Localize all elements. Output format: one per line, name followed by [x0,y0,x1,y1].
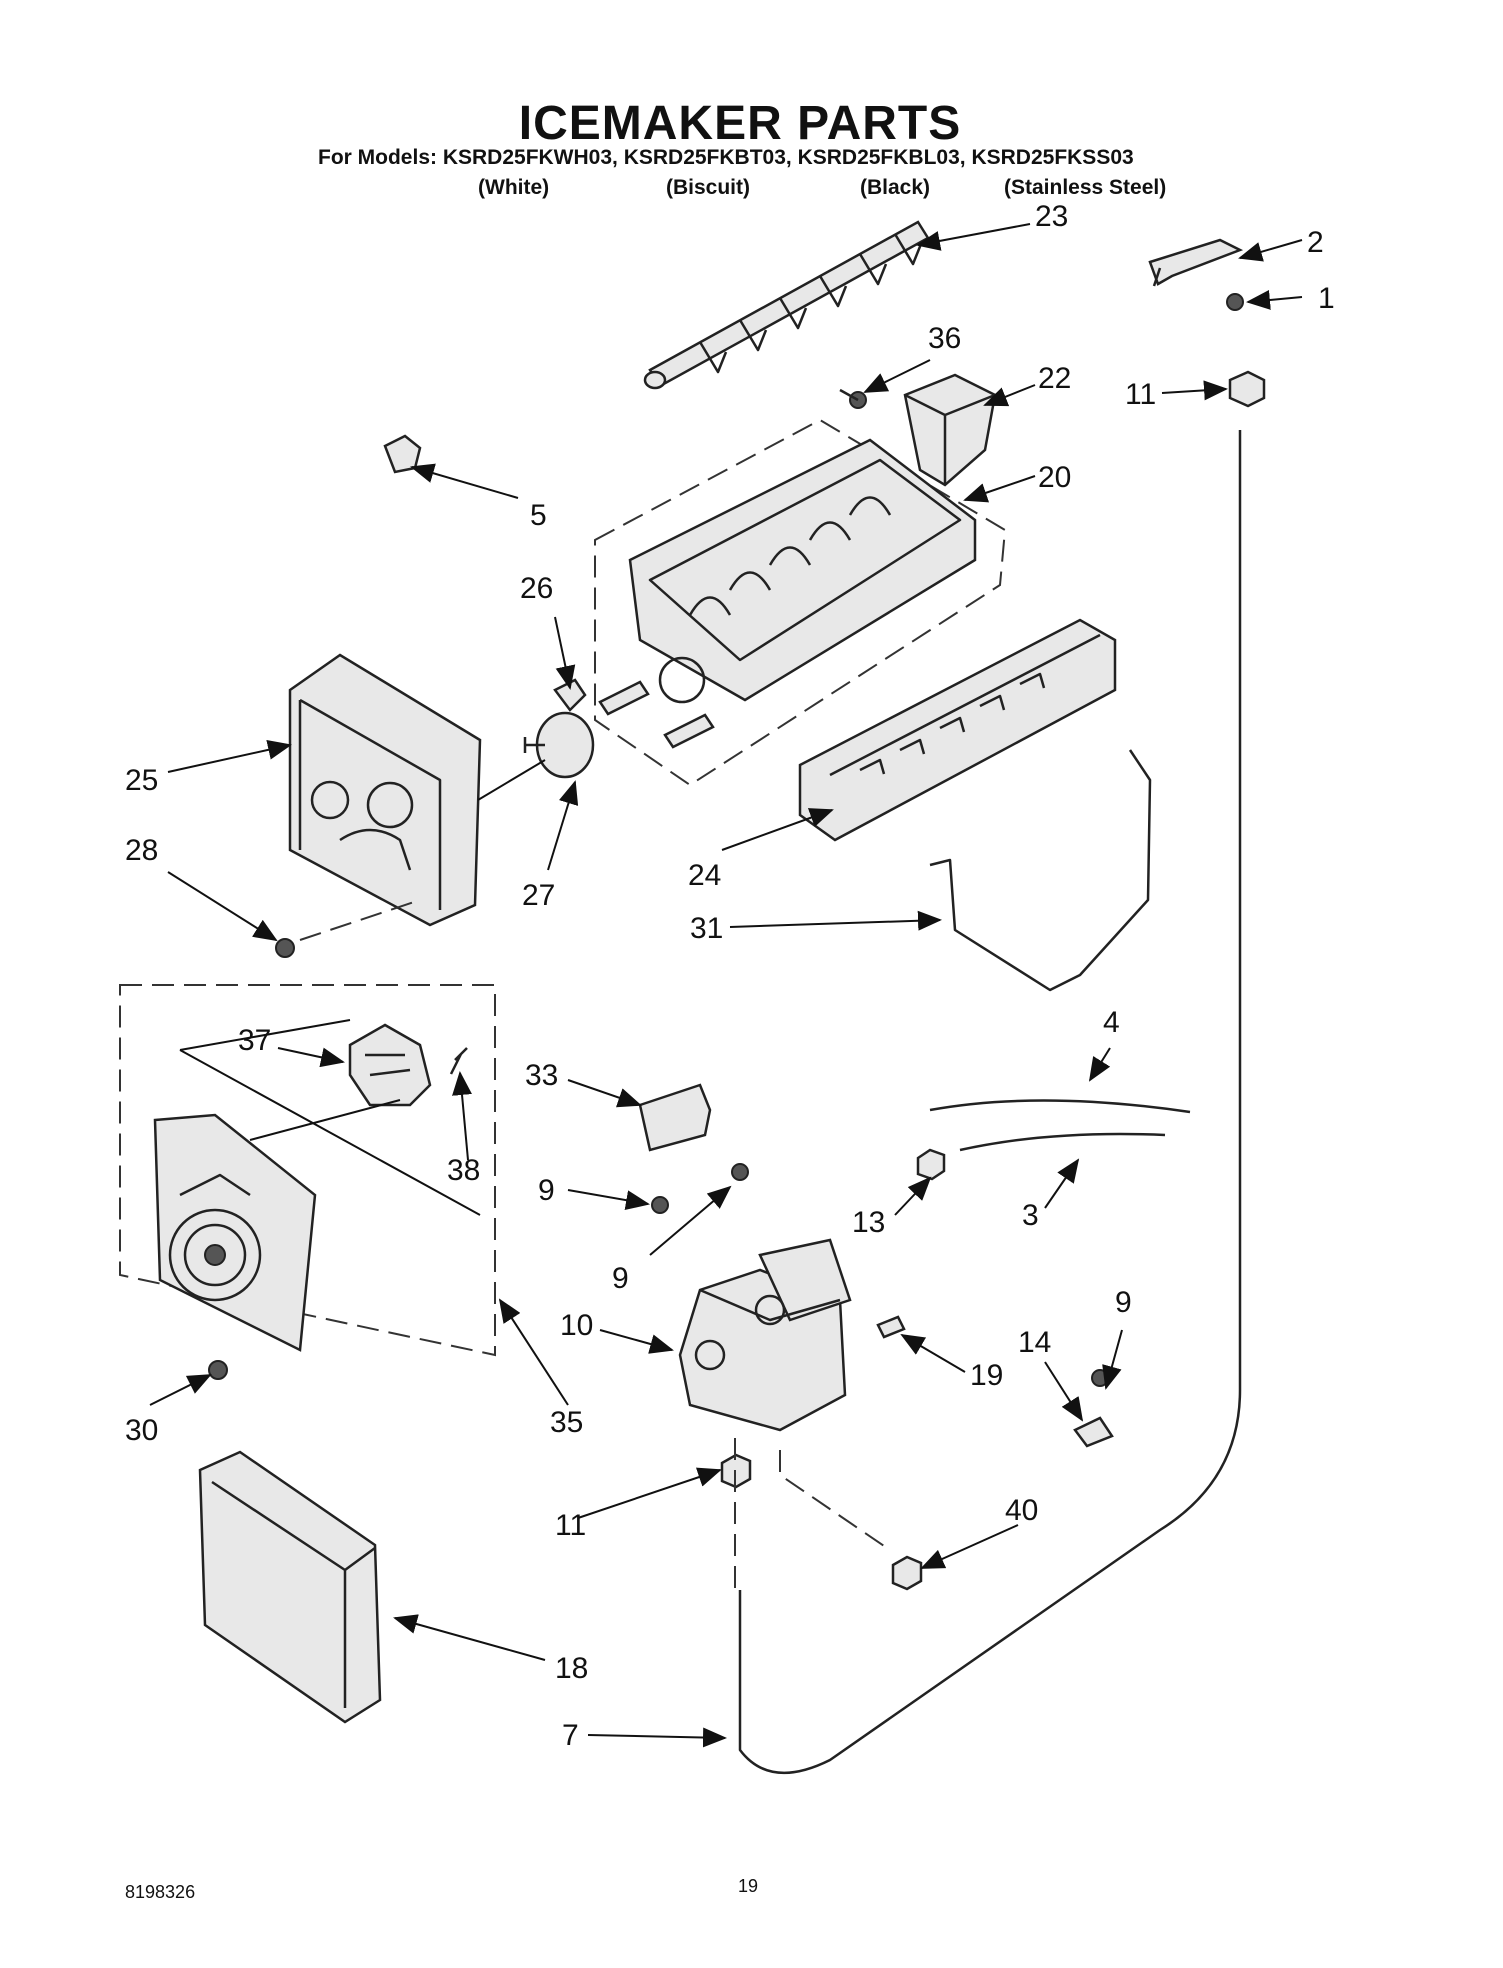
shaft-line [477,759,546,801]
part-2-bracket [1148,238,1244,287]
callout-13: 13 [852,1206,885,1239]
part-23-ejector-blade [643,220,930,390]
callout-22: 22 [1038,362,1071,395]
part-13-nut [916,1148,946,1181]
screw-28-dash [299,899,421,941]
callout-2: 2 [1307,226,1324,259]
part-10-water-valve [678,1238,852,1432]
callout-9-right: 9 [1115,1286,1132,1319]
callout-30: 30 [125,1414,158,1447]
leader-lines [149,223,1303,1748]
part-36-screw [839,388,867,409]
callout-9-left: 9 [538,1174,555,1207]
nut-40-dash [779,1450,891,1551]
callout-37: 37 [238,1024,271,1057]
part-27-motor [523,711,595,779]
callout-40: 40 [1005,1494,1038,1527]
module-35-outline [119,984,496,1357]
part-33-valve-cover [638,1083,712,1152]
callout-18: 18 [555,1652,588,1685]
callout-28: 28 [125,834,158,867]
part-35-control-module [153,1113,317,1352]
part-4-tube [929,1099,1191,1114]
finish-stainless-steel: (Stainless Steel) [1004,176,1167,199]
callout-20: 20 [1038,461,1071,494]
part-5-clip [383,434,422,474]
callout-10: 10 [560,1309,593,1342]
part-14-clamp [1073,1416,1114,1448]
part-24-cover [798,618,1117,842]
part-3-tube [959,1132,1166,1152]
callout-4: 4 [1103,1006,1120,1039]
callout-36: 36 [928,322,961,355]
callout-1: 1 [1318,282,1335,315]
callout-3: 3 [1022,1199,1039,1232]
part-9-screw-c [1091,1369,1109,1387]
part-7-water-tube [738,430,1242,1775]
page-number: 19 [738,1876,759,1896]
callout-19: 19 [970,1359,1003,1392]
part-40-nut [891,1555,923,1591]
part-37-motor [348,1023,432,1107]
part-11-nut-top [1228,370,1266,408]
part-19-screw [876,1315,906,1339]
part-22-fill-cup [903,373,997,487]
callout-9-mid: 9 [612,1262,629,1295]
part-9-screw-a [651,1196,669,1214]
part-38-screw [449,1047,468,1075]
callout-27: 27 [522,879,555,912]
part-25-motor-housing [288,653,482,927]
callout-35: 35 [550,1406,583,1439]
callout-25: 25 [125,764,158,797]
finish-black: (Black) [860,176,931,199]
callout-38: 38 [447,1154,480,1187]
part-20-mold [598,438,977,749]
callout-31: 31 [690,912,723,945]
callout-11-top: 11 [1125,378,1156,411]
page-title: ICEMAKER PARTS [518,97,962,150]
mold-assembly-outline [594,418,1007,787]
callout-24: 24 [688,859,721,892]
callout-23: 23 [1035,200,1068,233]
finish-biscuit: (Biscuit) [666,176,750,199]
callout-14: 14 [1018,1326,1051,1359]
models-line: For Models: KSRD25FKWH03, KSRD25FKBT03, … [318,146,1134,169]
part-28-screw [275,938,295,958]
callout-11-bottom: 11 [555,1509,586,1542]
module-frame-lines [179,1019,481,1216]
callout-7: 7 [562,1719,579,1752]
part-31-shutoff-arm [929,749,1152,992]
part-18-ice-bin [198,1450,382,1724]
part-9-screw-b [731,1163,749,1181]
callout-5: 5 [530,499,547,532]
finish-white: (White) [478,176,550,199]
doc-number: 8198326 [125,1882,196,1902]
callout-26: 26 [520,572,553,605]
callout-labels: 23 2 1 36 22 11 20 5 26 25 28 27 24 31 4… [125,200,1335,1752]
part-30-screw [208,1360,228,1380]
callout-33: 33 [525,1059,558,1092]
part-1-screw [1226,293,1244,311]
